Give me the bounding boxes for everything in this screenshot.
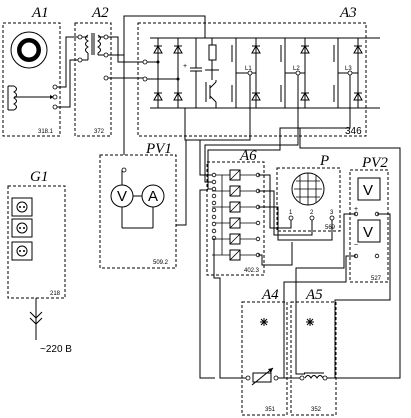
wire-a6-a5 <box>199 189 215 379</box>
wire-a3-pv1-return <box>184 108 200 141</box>
pv2-dc-symbol: V <box>363 182 373 199</box>
a5-lamp-icon <box>306 318 314 326</box>
pv2-ac-tilde: ~ <box>354 242 358 249</box>
toroid-outer <box>10 31 48 69</box>
bus-resistor <box>208 44 217 61</box>
pv2-ac-voltmeter <box>357 219 381 243</box>
a1-arrow <box>50 95 54 99</box>
transformer-secondary <box>97 34 101 54</box>
module-a2-frame <box>74 22 112 137</box>
module-g1-code: 218 <box>50 291 61 297</box>
module-a1: A1 318.1 <box>2 5 61 137</box>
wire-a6-p2 <box>258 190 313 236</box>
wire-l1-a6 <box>199 75 251 176</box>
module-a4-frame <box>241 301 288 416</box>
module-a6: A6 402.3 <box>206 148 265 276</box>
a4-rheostat-arrow <box>268 368 273 373</box>
pv1-ammeter-symbol: A <box>148 188 158 205</box>
wire-a1-a2-1 <box>57 36 78 88</box>
module-a6-label: A6 <box>239 148 257 164</box>
module-a2: A2 372 <box>74 5 112 137</box>
pv2-ac-symbol: V <box>363 224 373 241</box>
module-a3: A3 346 + <box>137 5 380 137</box>
socket-2[interactable] <box>11 218 33 238</box>
module-pv2: PV2 527 V V + ~ <box>349 155 389 283</box>
module-pv1-code: 509.2 <box>153 260 169 266</box>
module-pv1: PV1 509.2 V A <box>99 141 177 269</box>
module-a5-code: 352 <box>311 407 322 413</box>
output-label-l2: L2 <box>293 66 300 72</box>
module-pv2-label: PV2 <box>361 155 388 171</box>
pv1-voltmeter-symbol: V <box>117 188 127 205</box>
module-a5-label: A5 <box>305 287 323 303</box>
module-a1-label: A1 <box>31 5 49 21</box>
module-pv2-code: 527 <box>371 276 382 282</box>
p-gauge-grid <box>294 173 322 205</box>
a4-lamp-icon <box>260 318 268 326</box>
module-p-code: 569 <box>325 225 336 231</box>
wire-pv2-a4 <box>276 255 356 379</box>
module-a3-label: A3 <box>339 5 357 21</box>
module-a6-code: 402.3 <box>244 268 260 274</box>
module-pv1-frame <box>99 154 177 269</box>
module-a2-code: 372 <box>94 129 105 135</box>
wire-a6-p3 <box>258 206 333 241</box>
module-pv1-label: PV1 <box>145 141 172 157</box>
inverter-leg-2: L2 <box>280 38 310 108</box>
a1-coil <box>13 85 17 111</box>
module-a5: A5 352 <box>290 287 337 416</box>
wire-a1-a2-2 <box>57 59 78 108</box>
rect-diode-4 <box>173 91 183 101</box>
a6-terminals <box>211 172 261 258</box>
wire-l3-a6 <box>207 75 351 190</box>
module-p-frame <box>276 167 341 232</box>
supply-note: ~220 В <box>40 344 72 355</box>
p-terminal-1-label: 1 <box>289 210 293 216</box>
rect-diode-3 <box>153 91 163 101</box>
p-terminal-2-label: 2 <box>310 210 314 216</box>
wire-a6-p-return <box>258 242 293 266</box>
module-a5-frame <box>290 301 337 416</box>
inverter-leg-3: L3 <box>333 38 363 108</box>
module-p-label: P <box>319 153 329 169</box>
a4-rheostat <box>252 372 272 383</box>
module-g1: G1 218 ~220 В <box>7 169 72 355</box>
wire-pv2-a5 <box>295 213 356 375</box>
module-a4-label: A4 <box>261 287 279 303</box>
pv2-dc-plus: + <box>354 206 358 213</box>
module-a3-frame <box>137 22 367 137</box>
module-p: P 569 1 2 3 <box>276 153 341 232</box>
wire-a6-a4 <box>213 238 248 379</box>
pv2-dc-voltmeter <box>357 177 381 201</box>
rect-diode-1 <box>153 44 163 54</box>
socket-1[interactable] <box>11 197 33 217</box>
a5-inductor <box>304 375 324 379</box>
module-a1-code: 318.1 <box>38 129 54 135</box>
module-g1-label: G1 <box>30 169 48 185</box>
wire-l2-a6 <box>204 75 299 183</box>
module-a3-code: 346 <box>345 126 362 137</box>
wire-a6-p1 <box>258 174 292 229</box>
output-label-l1: L1 <box>245 66 252 72</box>
p-terminal-3-label: 3 <box>330 210 334 216</box>
a6-switches <box>212 169 258 261</box>
wire-l2-a5 <box>299 128 401 379</box>
wire-a2-a3-1 <box>108 36 143 63</box>
toroid-inner <box>20 41 38 59</box>
module-a2-label: A2 <box>91 5 109 21</box>
wire-pv1-to-bus <box>176 140 187 226</box>
wire-pv2-a5b <box>334 213 391 378</box>
mains-plug-icon <box>29 311 43 330</box>
capacitor-plus: + <box>183 63 187 70</box>
module-a4-code: 351 <box>265 407 276 413</box>
socket-3[interactable] <box>11 241 33 261</box>
output-label-l3: L3 <box>345 66 352 72</box>
rect-diode-2 <box>173 44 183 54</box>
transformer-primary <box>85 34 89 54</box>
inverter-leg-1: L1 <box>231 38 261 108</box>
module-a4: A4 351 <box>241 287 288 416</box>
